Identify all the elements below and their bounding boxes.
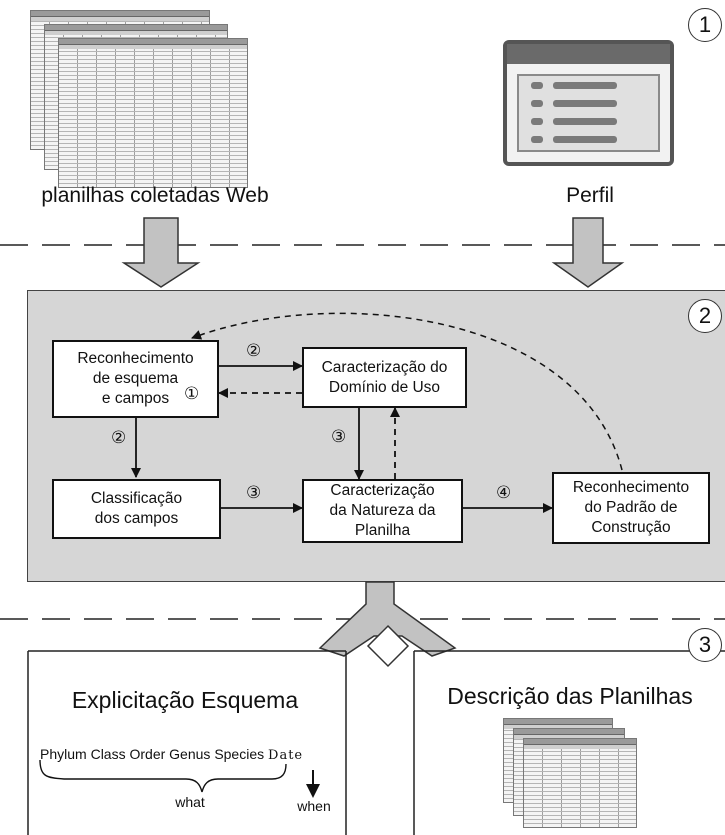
box-nature-characterization: Caracterização da Natureza da Planilha xyxy=(302,479,463,543)
step-schema-marker: ① xyxy=(184,384,200,403)
stage-2-label: 2 xyxy=(698,303,712,328)
description-output-title: Descrição das Planilhas xyxy=(447,683,693,709)
input-arrow-spreadsheets xyxy=(121,217,201,288)
schema-field-list: Phylum Class Order Genus Species Date xyxy=(40,746,303,763)
schema-field: Phylum xyxy=(40,746,87,762)
box-pattern-recognition: Reconhecimento do Padrão de Construção xyxy=(552,472,710,544)
output-split-arrow xyxy=(318,581,457,657)
description-spreadsheet-icon xyxy=(503,718,643,828)
description-sheet-front xyxy=(523,738,637,828)
input-arrow-profile xyxy=(551,217,625,288)
schema-output-title: Explicitação Esquema xyxy=(71,687,299,713)
step-marker-to-pattern: ④ xyxy=(496,483,512,502)
profile-label: Perfil xyxy=(566,184,614,207)
stage-3-marker: 3 xyxy=(688,628,722,662)
arrow-pattern-to-schema xyxy=(191,312,623,471)
when-arrowhead xyxy=(306,784,320,798)
step-marker-to-classification: ② xyxy=(111,428,127,447)
box-field-classification: Classificação dos campos xyxy=(52,479,221,539)
when-label: when xyxy=(297,798,331,814)
schema-field: Genus xyxy=(169,746,211,762)
spreadsheet-sheet-front xyxy=(58,38,248,188)
step-marker-to-nature: ③ xyxy=(246,483,262,502)
schema-field: Order xyxy=(129,746,166,762)
schema-field: Species xyxy=(214,746,265,762)
profile-window-icon xyxy=(503,40,674,166)
schema-field: Class xyxy=(90,746,126,762)
stage-3-label: 3 xyxy=(698,632,712,657)
box-schema-recognition: Reconhecimento de esquema e campos xyxy=(52,340,219,418)
profile-window-titlebar xyxy=(507,44,670,64)
profile-window-content xyxy=(517,74,660,152)
spreadsheet-stack-icon xyxy=(30,10,250,188)
schema-date-field: Date xyxy=(268,748,304,763)
stage-1-marker: 1 xyxy=(688,8,722,42)
stage-2-marker: 2 xyxy=(688,299,722,333)
step-marker-domain-nature: ③ xyxy=(331,427,347,446)
box-domain-characterization: Caracterização do Domínio de Uso xyxy=(302,347,467,408)
schema-brace xyxy=(39,759,287,793)
spreadsheets-label: planilhas coletadas Web xyxy=(41,184,269,207)
step-marker-to-domain: ② xyxy=(246,341,262,360)
what-label: what xyxy=(175,794,205,810)
stage-1-label: 1 xyxy=(698,12,712,37)
output-split-notch xyxy=(366,624,410,668)
